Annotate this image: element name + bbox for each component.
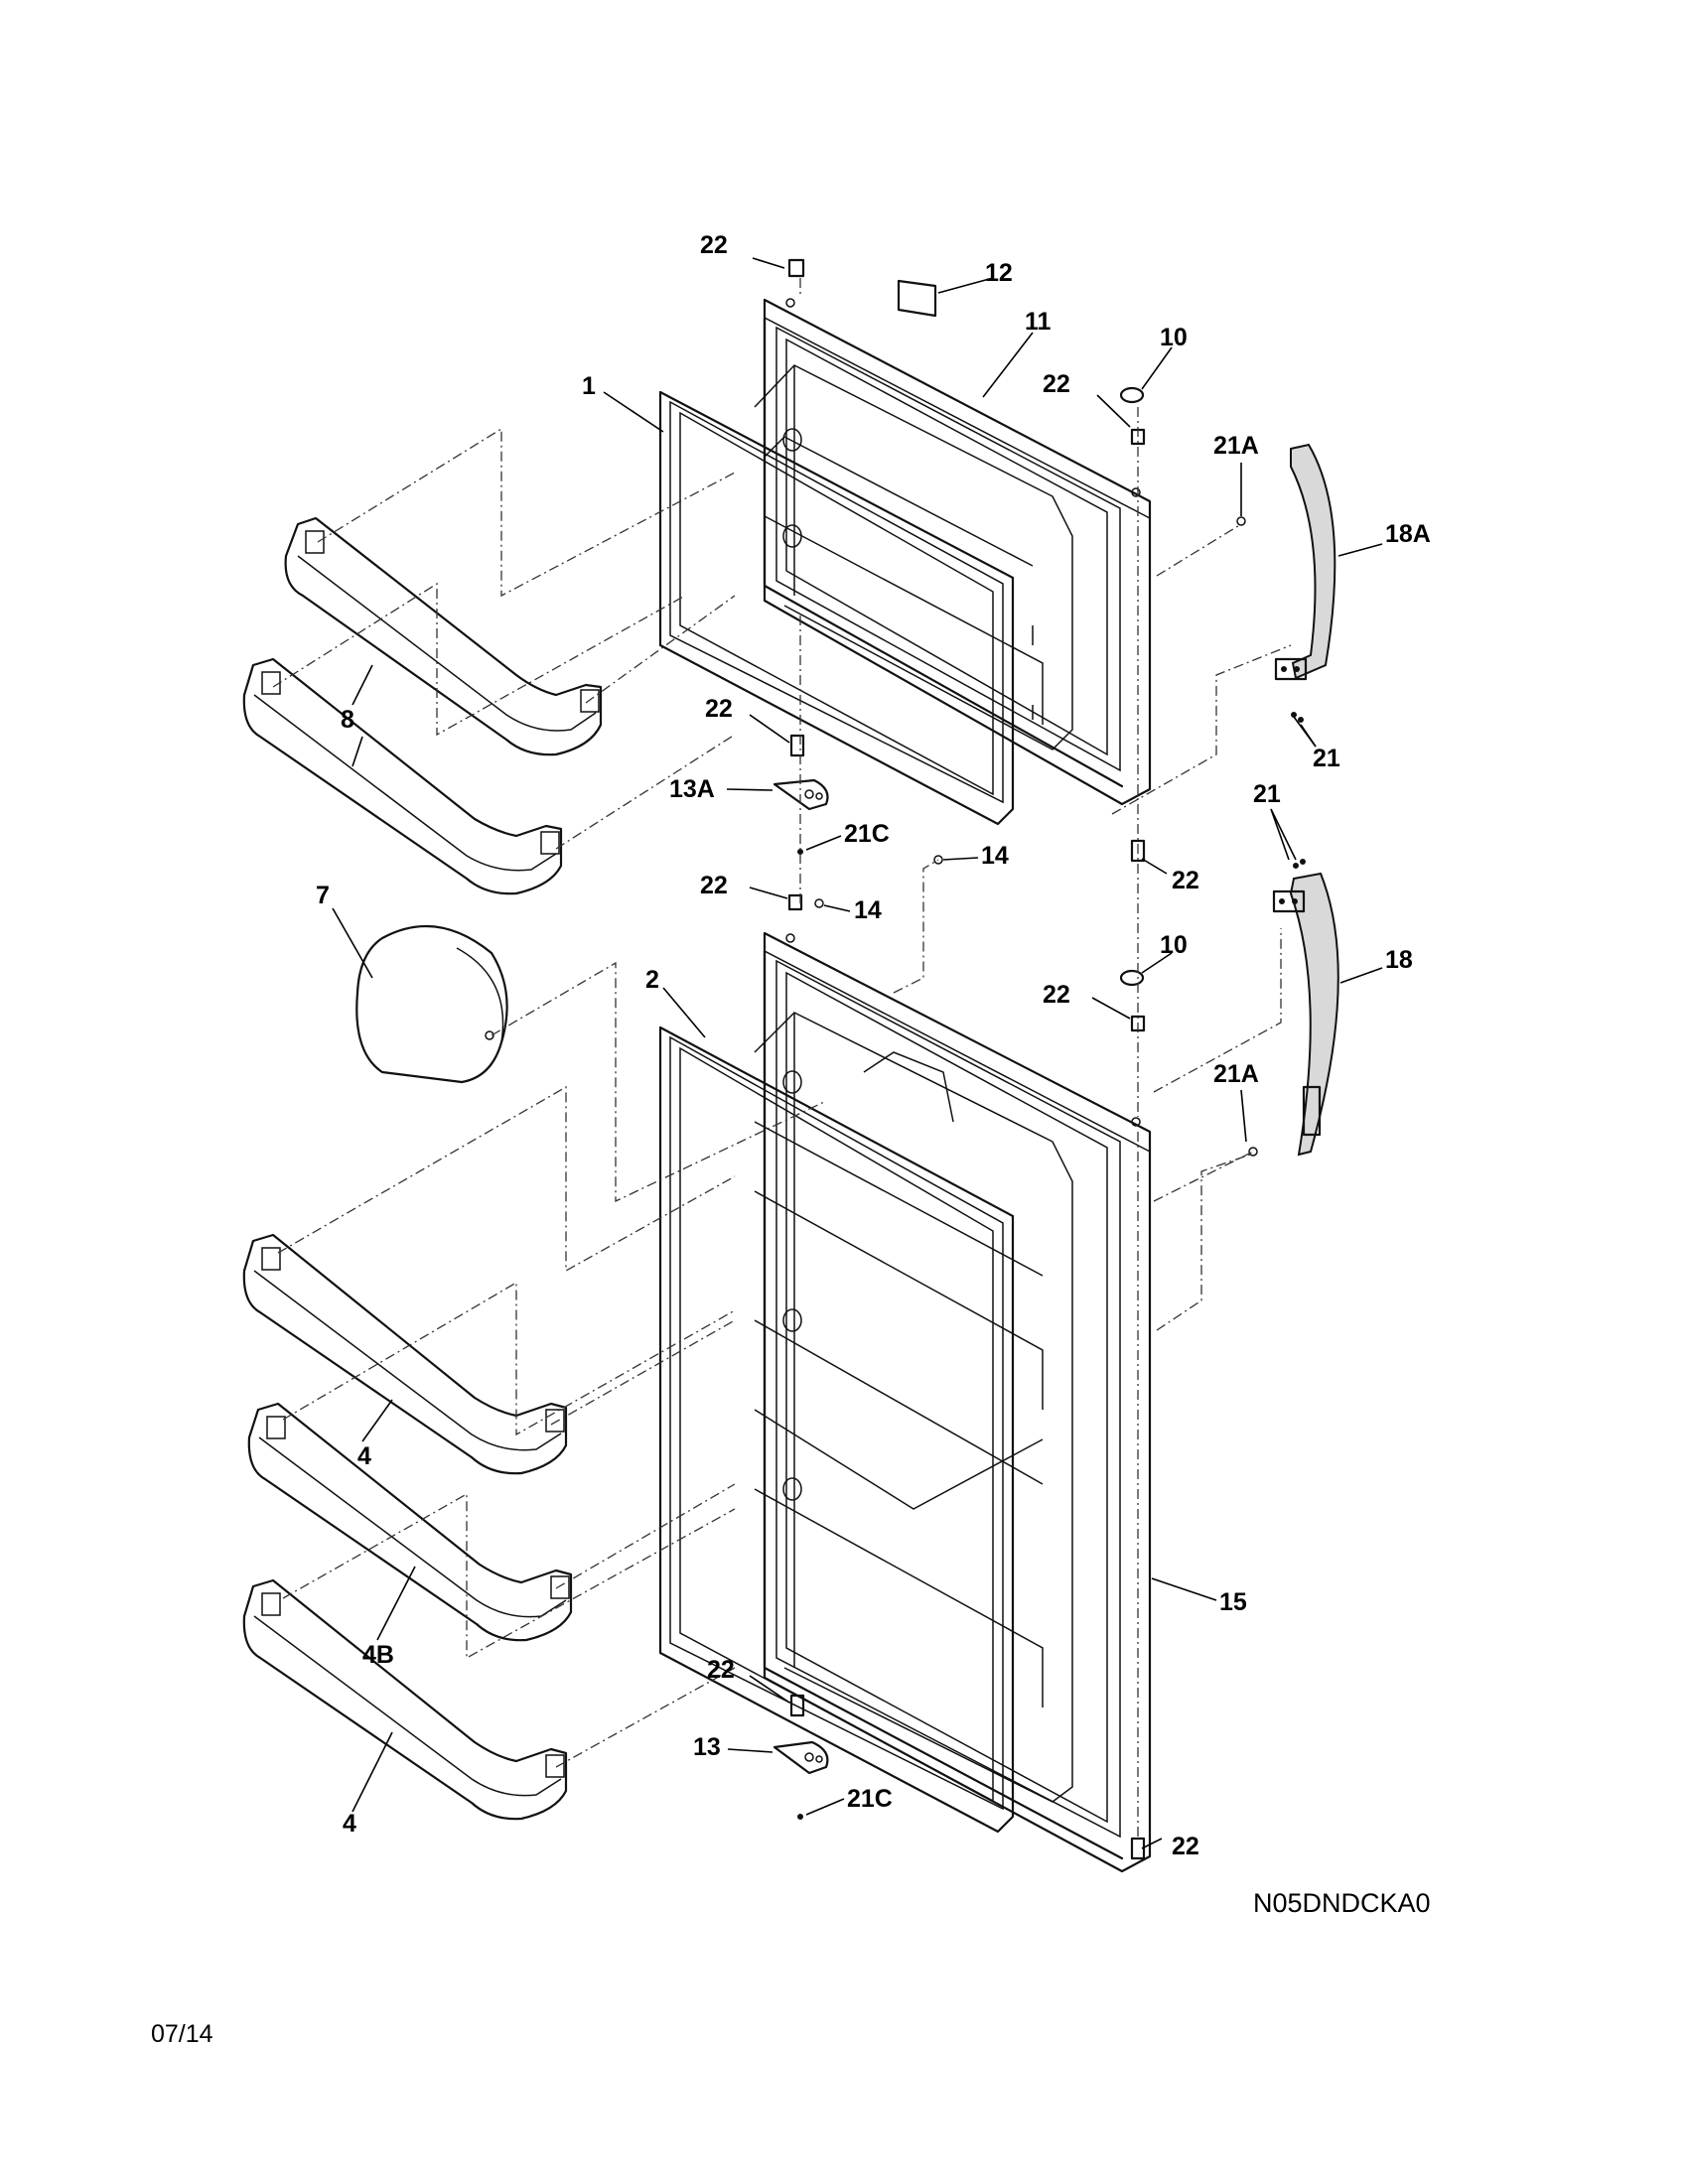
- hinge-pins-22: [787, 258, 1146, 1860]
- callout-13: 13: [693, 1733, 721, 1761]
- callout-4-upper: 4: [357, 1442, 371, 1470]
- callout-21C-lower: 21C: [847, 1785, 893, 1813]
- callout-21A-upper: 21A: [1213, 432, 1259, 460]
- callout-21C-upper: 21C: [844, 820, 890, 848]
- callout-labels: 22 12 11 10 22 1 21A 18A 8 22 13A 21C 21…: [316, 231, 1431, 1860]
- freezer-gasket-1: [658, 390, 1015, 826]
- door-shelf-8-upper: [284, 516, 603, 756]
- diagram-code: N05DNDCKA0: [1253, 1888, 1431, 1918]
- door-shelf-4-lower: [242, 1578, 568, 1821]
- callout-7: 7: [316, 882, 330, 909]
- callout-22-lower-hinge: 22: [1043, 981, 1070, 1009]
- handle-18A: [1274, 443, 1336, 681]
- callout-21A-lower: 21A: [1213, 1060, 1259, 1088]
- callout-22-bottom-right: 22: [1172, 1833, 1199, 1860]
- callout-14-a: 14: [981, 842, 1009, 870]
- callout-22-upper-hinge: 22: [1043, 370, 1070, 398]
- callout-13A: 13A: [669, 775, 715, 803]
- hinge-13A: [773, 778, 829, 811]
- callout-22-mid-left: 22: [705, 695, 733, 723]
- callout-18A: 18A: [1385, 520, 1431, 548]
- revision-date: 07/14: [151, 2020, 213, 2048]
- door-shelf-4-upper: [242, 1233, 568, 1475]
- freezer-door-outer-11: [754, 298, 1152, 806]
- callout-10-upper: 10: [1160, 324, 1188, 351]
- callout-1: 1: [582, 372, 596, 400]
- callout-22-mid-bottom: 22: [1172, 867, 1199, 894]
- callout-14-b: 14: [854, 896, 882, 924]
- callout-21-upper: 21: [1313, 745, 1340, 772]
- plug-10-upper: [1119, 386, 1145, 404]
- door-shelf-8-lower: [242, 657, 563, 895]
- callout-4B: 4B: [362, 1641, 394, 1669]
- callout-22-top: 22: [700, 231, 728, 259]
- callout-2: 2: [645, 966, 659, 994]
- label-12: [897, 279, 937, 318]
- callout-4-lower: 4: [343, 1810, 356, 1838]
- assembly-dash-lines: [272, 278, 1292, 1837]
- screws-21-21A-21C-14: [797, 516, 1306, 1820]
- handle-18: [1272, 872, 1339, 1157]
- leader-lines: [332, 257, 1383, 1849]
- callout-22-lower-top: 22: [700, 872, 728, 899]
- callout-15: 15: [1219, 1588, 1247, 1616]
- callout-8: 8: [341, 706, 354, 734]
- fresh-food-door-outer-15: [754, 931, 1152, 1873]
- callout-10-lower: 10: [1160, 931, 1188, 959]
- callout-21-lower: 21: [1253, 780, 1281, 808]
- callout-22-bottom-left: 22: [707, 1656, 735, 1684]
- callout-18: 18: [1385, 946, 1413, 974]
- door-shelf-4B: [247, 1402, 573, 1642]
- dairy-door-7: [355, 924, 508, 1084]
- fresh-food-gasket-2: [658, 1025, 1015, 1834]
- hinge-13: [773, 1740, 829, 1775]
- callout-11: 11: [1025, 308, 1052, 336]
- plug-10-lower: [1119, 969, 1145, 987]
- callout-12: 12: [985, 259, 1013, 287]
